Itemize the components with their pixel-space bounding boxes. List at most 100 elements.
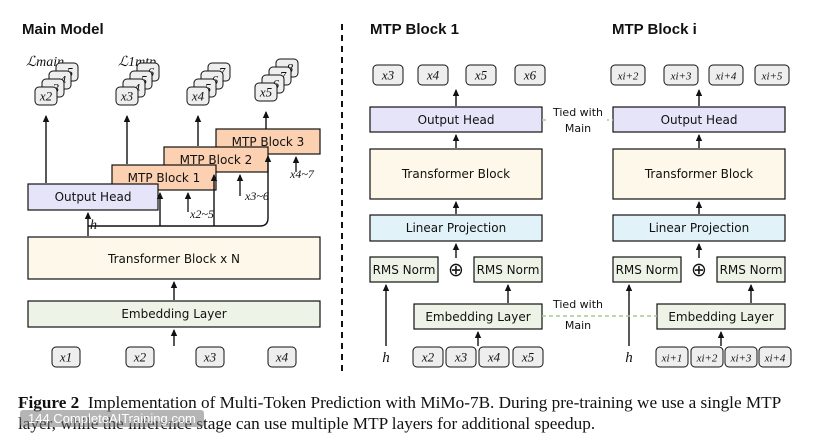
mtp1-linear-projection: [369, 214, 543, 242]
input-token: x2: [412, 346, 444, 368]
output-token: x2: [34, 86, 58, 106]
mtp1-linear-label: Linear Projection: [406, 221, 506, 235]
input-token-label: x2: [133, 350, 147, 365]
main-mtp-block-1-label: MTP Block 1: [128, 171, 201, 185]
output-token-label: x3: [381, 68, 395, 83]
input-token: x4: [267, 346, 297, 368]
title-mtp-block-i: MTP Block i: [612, 21, 697, 38]
mtp1-transformer-label: Transformer Block: [401, 167, 510, 181]
side-input-1: x2~5: [189, 207, 214, 221]
mtpi-rms-norm-left: [612, 256, 682, 283]
mtpi-linear-projection: [612, 214, 786, 242]
side-input-2: x3~6: [244, 189, 269, 203]
output-token: x4: [186, 86, 210, 106]
input-token: x5: [512, 346, 544, 368]
output-token-label: xi+5: [761, 71, 783, 83]
mtpi-rms-left-label: RMS Norm: [616, 263, 679, 277]
mtpi-output-head: [612, 106, 786, 133]
input-token-label: x4: [275, 350, 289, 365]
output-token: xi+5: [754, 64, 790, 86]
output-token: x5: [465, 64, 497, 86]
output-token: xi+2: [610, 64, 646, 86]
input-token-label: x3: [454, 350, 468, 365]
mtpi-embedding-label: Embedding Layer: [668, 310, 773, 324]
output-token: x5: [254, 82, 278, 102]
output-token-label: x2: [39, 89, 53, 104]
output-token-label: x3: [120, 89, 134, 104]
main-output-head-label: Output Head: [55, 190, 132, 204]
mtpi-output-tokens: xi+2 xi+3 xi+4 xi+5: [610, 64, 790, 86]
main-input-tokens: x1 x2 x3 x4: [51, 346, 297, 368]
input-token: x3: [195, 346, 225, 368]
mtp-diagram: Main Model MTP Block 1 MTP Block i ℒmain…: [22, 21, 792, 372]
input-token: xi+2: [690, 346, 724, 368]
mtp1-rms-right-label: RMS Norm: [477, 263, 540, 277]
title-main-model: Main Model: [22, 21, 104, 38]
main-embedding-label: Embedding Layer: [121, 307, 226, 321]
input-token: x4: [478, 346, 510, 368]
output-token: x6: [514, 64, 546, 86]
main-output-token-stacks: x5x4x3x2x6x5x4x3x7x6x5x4x8x7x6x5: [34, 58, 299, 106]
output-token: xi+3: [663, 64, 699, 86]
mtpi-plus-icon: ⊕: [691, 259, 707, 281]
input-token-label: xi+2: [696, 353, 718, 365]
watermark: 144 CompleteAITraining.com: [20, 410, 204, 427]
tied-bottom-line2: Main: [565, 319, 591, 332]
input-token-label: x3: [203, 350, 217, 365]
input-token: x2: [125, 346, 155, 368]
output-token: x3: [372, 64, 404, 86]
input-token: xi+3: [724, 346, 758, 368]
input-token: x3: [445, 346, 477, 368]
mtp1-transformer-block: [369, 148, 543, 200]
input-token-label: x5: [521, 350, 535, 365]
output-token-label: x6: [523, 68, 537, 83]
input-token-label: x4: [487, 350, 501, 365]
output-token-label: x5: [259, 85, 273, 100]
mtpi-input-tokens: xi+1 xi+2 xi+3 xi+4: [655, 346, 792, 368]
mtp1-plus-icon: ⊕: [448, 259, 464, 281]
mtpi-h-label: h: [625, 350, 633, 366]
input-token: xi+1: [655, 346, 689, 368]
mtp1-h-label: h: [382, 350, 390, 366]
main-h-label: h: [90, 218, 97, 233]
tied-bottom-line1: Tied with: [552, 298, 603, 311]
input-token-label: xi+4: [764, 353, 786, 365]
caption-label: Figure 2: [18, 393, 80, 412]
input-token-label: xi+1: [661, 353, 683, 365]
output-token: x3: [115, 86, 139, 106]
mtp1-output-tokens: x3 x4 x5 x6: [372, 64, 546, 86]
mtpi-transformer-label: Transformer Block: [644, 167, 753, 181]
mtpi-rms-norm-right: [716, 256, 786, 283]
main-embedding-layer: [27, 300, 321, 328]
title-mtp-block-1: MTP Block 1: [370, 21, 459, 38]
mtpi-output-head-label: Output Head: [661, 113, 738, 127]
loss-main-label: ℒmain: [26, 55, 64, 70]
mtp1-input-tokens: x2 x3 x4 x5: [412, 346, 544, 368]
main-transformer-label: Transformer Block x N: [107, 252, 240, 266]
output-token-label: xi+4: [715, 71, 737, 83]
main-transformer-block: [27, 236, 321, 280]
tied-top-line2: Main: [565, 122, 591, 135]
output-token-label: x5: [474, 68, 488, 83]
mtp1-embedding-label: Embedding Layer: [425, 310, 530, 324]
mtpi-transformer-block: [612, 148, 786, 200]
output-token: xi+4: [708, 64, 744, 86]
input-token-label: x1: [59, 350, 72, 365]
main-output-head: [27, 183, 159, 211]
main-mtp-block-3-label: MTP Block 3: [232, 135, 305, 149]
mtp1-output-head-label: Output Head: [418, 113, 495, 127]
mtpi-embedding-layer: [656, 303, 786, 330]
input-token-label: xi+3: [730, 353, 752, 365]
output-token-label: x4: [191, 89, 205, 104]
input-token-label: x2: [421, 350, 435, 365]
output-token-label: xi+3: [670, 71, 692, 83]
tied-top-line1: Tied with: [552, 106, 603, 119]
output-token-label: xi+2: [617, 71, 639, 83]
mtp1-rms-norm-right: [473, 256, 543, 283]
output-token: x4: [417, 64, 449, 86]
mtp1-rms-norm-left: [369, 256, 439, 283]
input-token: x1: [51, 346, 81, 368]
input-token: xi+4: [758, 346, 792, 368]
mtpi-rms-right-label: RMS Norm: [720, 263, 783, 277]
mtp1-rms-left-label: RMS Norm: [373, 263, 436, 277]
